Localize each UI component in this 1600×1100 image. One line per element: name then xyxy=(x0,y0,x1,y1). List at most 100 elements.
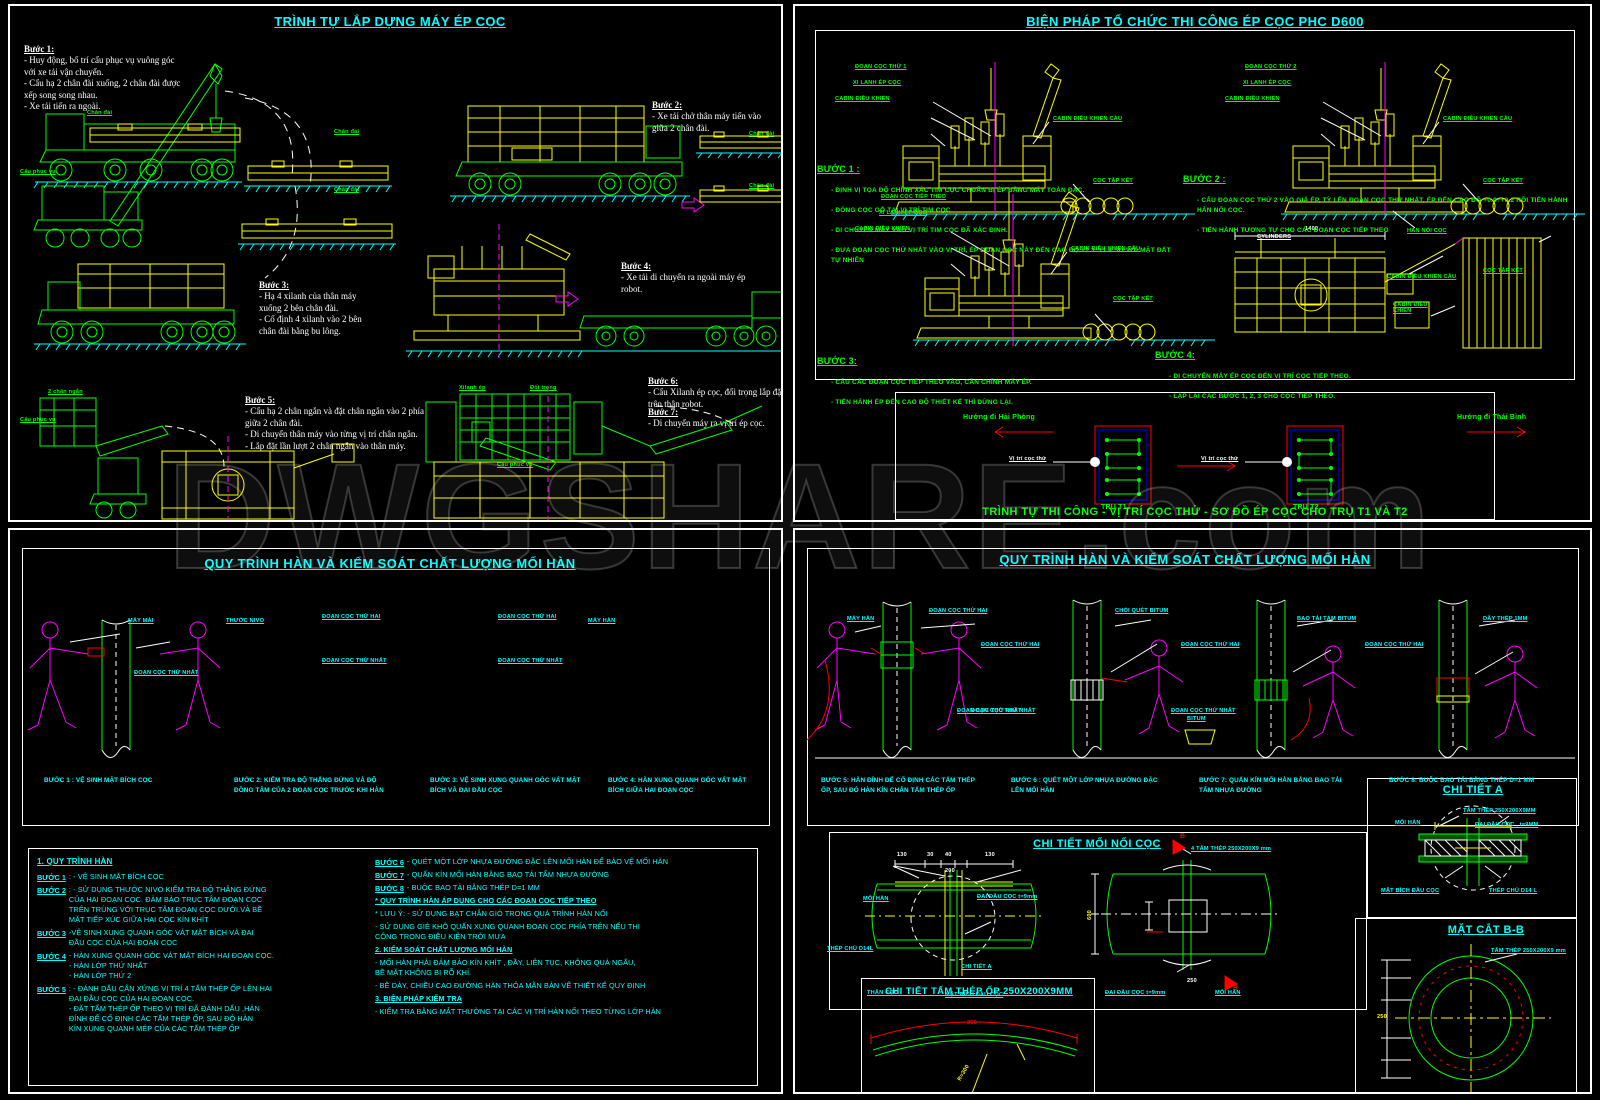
detail-plate-title: CHI TIẾT TẤM THÉP ỐP 250X200X9MM xyxy=(885,986,1073,997)
label-than-coc: THÂN CỌC xyxy=(867,990,899,996)
spec-step-label: BƯỚC 1 xyxy=(37,872,66,882)
label-may-han-5: MÁY HÀN xyxy=(847,616,875,622)
dim-30: 30 xyxy=(927,852,934,858)
spec-step-text: - QUÉT MỘT LỚP NHỰA ĐƯỜNG ĐẶC LÊN MỐI HÀ… xyxy=(406,857,669,866)
label-doan-coc-thu-hai-7: ĐOẠN CỌC THỨ HAI xyxy=(1181,642,1240,648)
callout-chan-dai-3: Chân đài xyxy=(334,187,360,193)
step-note-3: Bước 3:- Hạ 4 xilanh của thân máy xuống … xyxy=(259,268,409,337)
spec-qc-1: - MỐI HÀN PHẢI ĐẢM BẢO KÍN KHÍT , ĐẦY, L… xyxy=(375,958,636,977)
spec-item: BƯỚC 5 : - ĐÁNH DẤU CÂN XỨNG VỊ TRÍ 4 TẤ… xyxy=(37,984,367,1034)
label-vi-tri-coc-thu-1: Vị trí cọc thử xyxy=(1009,456,1047,462)
spec-note-luuy-2: - SỬ DỤNG GIẺ KHÔ QUẤN XUNG QUANH ĐOẠN C… xyxy=(375,922,640,941)
spec-heading-3: 3. BIỆN PHÁP KIỂM TRA xyxy=(375,994,463,1003)
dim-130-b: 130 xyxy=(985,852,995,858)
label-doan-coc-thu-nhat-3: ĐOẠN CỌC THỨ NHẤT xyxy=(498,658,563,664)
callout-coc-tap-ket-1: CỌC TẬP KẾT xyxy=(1093,178,1134,184)
label-thep-chu-detailA: THÉP CHỦ D14 L xyxy=(1489,888,1538,894)
callout-cabin-cau-4: CABIN ĐIỀU KHIỂN CẦU xyxy=(1387,274,1457,280)
pressing-step-4: BƯỚC 4: - DI CHUYỂN MÁY ÉP CỌC ĐẾN VỊ TR… xyxy=(1155,340,1515,412)
spec-step-label: BƯỚC 3 xyxy=(37,928,66,938)
callout-cabin-cau-3: CABIN ĐIỀU KHIỂN CẦU xyxy=(1071,246,1141,252)
callout-xilanh-1: XI LANH ÉP CỌC xyxy=(853,80,902,86)
dim-250-plate: 250 xyxy=(967,1020,977,1026)
callout-cabin-cau-1: CABIN ĐIỀU KHIỂN CẦU xyxy=(1053,116,1123,122)
label-moi-han-detailA: MỐI HÀN xyxy=(1395,820,1421,826)
spec-step-text: - HÀN XUNG QUANH GÓC VÁT MẶT BÍCH HAI ĐO… xyxy=(68,951,275,980)
spec-step-label: BƯỚC 4 xyxy=(37,951,66,961)
pressing-step-2: BƯỚC 2 : - CẨU ĐOẠN CỌC THỨ 2 VÀO GIÁ ÉP… xyxy=(1183,164,1583,246)
sequence-caption: TRÌNH TỰ THI CÔNG - VỊ TRÍ CỌC THỬ - SƠ … xyxy=(982,506,1408,518)
caption-step-4: BƯỚC 4: HÀN XUNG QUANH GÓC VÁT MẶT BÍCH … xyxy=(608,777,747,794)
label-bao-tai-tam-bitum: BAO TẢI TẨM BITUM xyxy=(1297,616,1357,622)
pressing-step-1: BƯỚC 1 : - ĐỊNH VỊ TỌA ĐỘ CHÍNH XÁC TIM … xyxy=(817,154,1177,276)
spec-step-label: BƯỚC 6 xyxy=(375,857,404,867)
spec-step-text: - BUỘC BAO TẢI BẰNG THÉP D=1 MM xyxy=(406,883,540,892)
step-5-body: - Cẩu hạ 2 chân ngắn và đặt chân ngắn và… xyxy=(245,406,424,451)
label-tru-t1: TRỤ T1 xyxy=(1101,504,1127,511)
step-3-head: Bước 3: xyxy=(259,279,290,290)
caption-step-7: BƯỚC 7: QUẤN KÍN MỐI HÀN BẰNG BAO TẢI TẨ… xyxy=(1199,777,1342,794)
pressing-step-1-head: BƯỚC 1 : xyxy=(817,164,860,174)
spec-column-b: BƯỚC 6 - QUÉT MỘT LỚP NHỰA ĐƯỜNG ĐẶC LÊN… xyxy=(375,857,753,1020)
label-section-b-bottom: B xyxy=(1233,985,1239,992)
label-choi-quet-bitum: CHỔI QUÉT BITUM xyxy=(1115,608,1169,614)
pressing-step-1-l1: - ĐỊNH VỊ TỌA ĐỘ CHÍNH XÁC TIM CỌC CHUẨN… xyxy=(831,187,1085,194)
step-6-body: - Cẩu Xilanh ép cọc, đối trọng lắp đặt t… xyxy=(648,387,783,409)
dim-250-joint: 250 xyxy=(1187,978,1197,984)
erection-drawing xyxy=(33,62,781,520)
callout-doi-trong: Đối trọng xyxy=(530,385,557,391)
spec-step-text: : - ĐÁNH DẤU CÂN XỨNG VỊ TRÍ 4 TẤM THÉP … xyxy=(68,984,273,1033)
spec-step-label: BƯỚC 5 xyxy=(37,984,66,994)
spec-item: BƯỚC 3 -VỆ SINH XUNG QUANH GÓC VÁT MẶT B… xyxy=(37,928,367,948)
detail-joint-frame xyxy=(829,832,1367,1010)
step-2-head: Bước 2: xyxy=(652,99,683,110)
spec-heading-1: 1. QUY TRÌNH HÀN xyxy=(37,857,113,866)
step-4-head: Bước 4: xyxy=(621,260,652,271)
step-note-6: Bước 6:- Cẩu Xilanh ép cọc, đối trọng lắ… xyxy=(648,364,783,410)
spec-step-label: BƯỚC 7 xyxy=(375,870,404,880)
label-doan-coc-thu-hai-3: ĐOẠN CỌC THỨ HAI xyxy=(498,614,557,620)
spec-step-label: BƯỚC 2 xyxy=(37,885,66,895)
caption-step-8: BƯỚC 8: BUỘC BAO TẢI BẰNG THÉP D=1 MM xyxy=(1389,777,1535,784)
step-4-body: - Xe tải di chuyển ra ngoài máy ép robot… xyxy=(621,272,746,294)
dim-40: 40 xyxy=(945,852,952,858)
panel-welding-steps-5-8: QUY TRÌNH HÀN VÀ KIỂM SOÁT CHẤT LƯỢNG MỐ… xyxy=(793,528,1592,1094)
label-may-han: MÁY HÀN xyxy=(588,618,616,624)
pressing-drawing xyxy=(891,62,1585,505)
pressing-step-4-head: BƯỚC 4: xyxy=(1155,350,1196,360)
detail-plate-frame xyxy=(861,978,1095,1092)
callout-chan-dai-1: Chân đài xyxy=(87,110,113,116)
label-chi-tiet-a-ref: CHI TIẾT A xyxy=(961,964,992,970)
step-note-5: Bước 5:- Cẩu hạ 2 chân ngắn và đặt chân … xyxy=(245,383,480,452)
label-tam-thep-bb: TẤM THÉP 250X200X9 mm xyxy=(1491,948,1566,954)
step-1-head: Bước 1: xyxy=(24,43,55,54)
step-7-head: Bước 7: xyxy=(648,406,679,417)
section-bb-frame xyxy=(1355,918,1577,1092)
pressing-step-1-l3: - DI CHUYỂN MÁY VÀO VỊ TRÍ TIM CỌC ĐÃ XÁ… xyxy=(831,227,1008,234)
spec-item: BƯỚC 7 - QUẤN KÍN MỐI HÀN BẰNG BAO TẢI T… xyxy=(375,870,753,880)
step-6-head: Bước 6: xyxy=(648,375,679,386)
pressing-steps-frame xyxy=(815,30,1575,380)
spec-qc-2: - BỀ DÀY, CHIỀU CAO ĐƯỜNG HÀN THỎA MÃN B… xyxy=(375,981,646,990)
panel-title-welding-left: QUY TRÌNH HÀN VÀ KIỂM SOÁT CHẤT LƯỢNG MỐ… xyxy=(204,556,576,571)
pressing-step-3: BƯỚC 3: - CẨU CÁC ĐOẠN CỌC TIẾP THEO VÀO… xyxy=(817,346,1177,418)
callout-doan-coc-thu-1: ĐOẠN CỌC THỨ 1 xyxy=(855,64,907,70)
label-bitum: BITUM xyxy=(1187,716,1206,722)
section-bb-title: MẶT CẮT B-B xyxy=(1447,924,1525,936)
panel-title-pressing: BIỆN PHÁP TỔ CHỨC THI CÔNG ÉP CỌC PHC D6… xyxy=(1026,14,1364,29)
callout-coc-tap-ket-4: CỌC TẬP KẾT xyxy=(1483,268,1524,274)
spec-note-apply: * QUY TRÌNH HÀN ÁP DỤNG CHO CÁC ĐOẠN CỌC… xyxy=(375,896,597,905)
spec-item: BƯỚC 8 - BUỘC BAO TẢI BẰNG THÉP D=1 MM xyxy=(375,883,753,893)
callout-han-noi-coc: HÀN NỐI CỌC xyxy=(1407,228,1447,234)
callout-xilanh-2: XI LANH ÉP CỌC xyxy=(1243,80,1292,86)
spec-step-text: -VỆ SINH XUNG QUANH GÓC VÁT MẶT BÍCH VÀ … xyxy=(68,928,254,947)
pressing-step-3-l2: - TIẾN HÀNH ÉP ĐẾN CAO ĐỘ THIẾT KẾ THÌ D… xyxy=(831,399,1014,406)
callout-xilanh-ep: Xilanh ép xyxy=(459,385,486,391)
step-note-7: Bước 7:- Di chuyển máy ra vị trí ép cọc. xyxy=(648,395,781,430)
callout-coc-tap-ket-3: CỌC TẬP KẾT xyxy=(1113,296,1154,302)
label-doan-coc-thu-hai-5: ĐOẠN CỌC THỨ HAI xyxy=(929,608,988,614)
spec-item: BƯỚC 6 - QUÉT MỘT LỚP NHỰA ĐƯỜNG ĐẶC LÊN… xyxy=(375,857,753,867)
spec-heading-2: 2. KIỂM SOÁT CHẤT LƯỢNG MỐI HÀN xyxy=(375,945,513,954)
callout-cau-phuc-vu-1: Cẩu phục vụ xyxy=(20,169,56,175)
label-thep-chu-dau-joint: THÉP CHỦ D14L xyxy=(827,946,874,952)
